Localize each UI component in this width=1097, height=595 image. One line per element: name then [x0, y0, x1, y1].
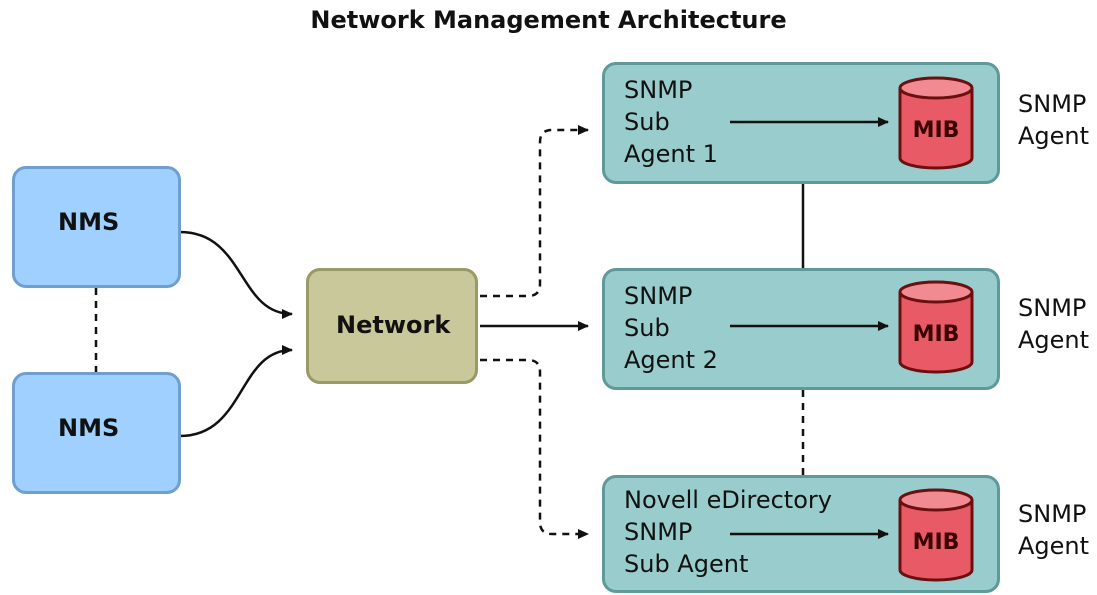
mib-label-1: MIB [913, 118, 960, 143]
mib-label-3: MIB [913, 530, 960, 555]
nms2-to-network-arrow [179, 345, 293, 438]
nms-label-2: NMS [58, 414, 120, 442]
mib-label-2: MIB [913, 322, 960, 347]
mib-database-icon-3: MIB [898, 488, 974, 582]
diagram-title: Network Management Architecture [310, 6, 787, 34]
network-to-agent1-arrow [480, 125, 589, 298]
sub-agent-label-1: SNMP Sub Agent 1 [624, 76, 718, 168]
sub-agent-label-3: Novell eDirectory SNMP Sub Agent [624, 486, 832, 578]
mib-database-icon-2: MIB [898, 280, 974, 374]
nms-box-1 [12, 166, 181, 288]
network-to-agent3-arrow [480, 358, 589, 539]
mib-database-icon-1: MIB [898, 76, 974, 170]
nms-box-2 [12, 372, 181, 494]
network-box [306, 268, 478, 384]
nms1-to-network-arrow [179, 230, 293, 319]
network-label: Network [336, 311, 451, 339]
snmp-agent-label-1: SNMP Agent [1018, 90, 1090, 150]
sub-agent-label-2: SNMP Sub Agent 2 [624, 282, 718, 374]
snmp-agent-label-2: SNMP Agent [1018, 294, 1090, 354]
snmp-agent-label-3: SNMP Agent [1018, 500, 1090, 560]
nms-label-1: NMS [58, 208, 120, 236]
